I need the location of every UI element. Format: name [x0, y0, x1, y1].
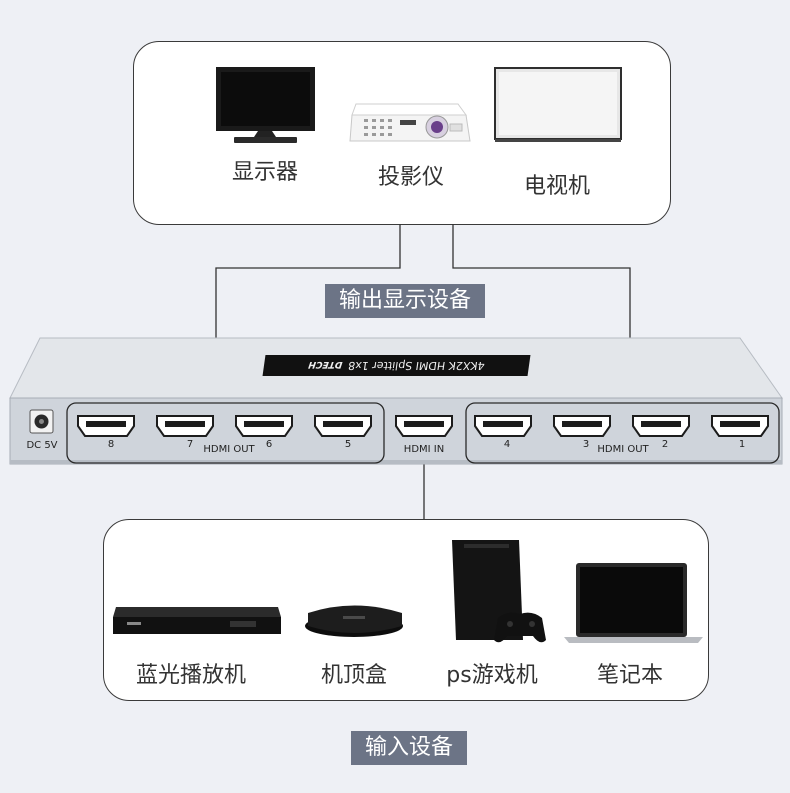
tv-icon [495, 68, 621, 142]
hdmi-port-5-icon [315, 416, 371, 436]
port-number-7: 7 [187, 439, 193, 450]
hdmi-port-1-icon [712, 416, 768, 436]
port-number-5: 5 [345, 439, 351, 450]
input-device-label-bluray: 蓝光播放机 [136, 657, 246, 689]
hdmi-port-7-icon [157, 416, 213, 436]
input-device-label-laptop: 笔记本 [597, 657, 663, 689]
splitter-plate-text: 4KX2K HDMI Splitter 1x8 [347, 359, 485, 372]
hdmi-port-2-icon [633, 416, 689, 436]
splitter-nameplate: 4KX2K HDMI Splitter 1x8 DTECH [263, 355, 531, 376]
input-section-label: 输入设备 [351, 731, 467, 765]
port-number-6: 6 [266, 439, 272, 450]
output-device-label-tv: 电视机 [524, 168, 590, 200]
port-number-3: 3 [583, 439, 589, 450]
power-label: DC 5V [26, 440, 57, 451]
port-number-8: 8 [108, 439, 114, 450]
hdmi-in-label: HDMI IN [404, 444, 444, 455]
set-top-box-icon [305, 606, 403, 638]
splitter-brand: DTECH [308, 359, 343, 369]
port-number-4: 4 [504, 439, 510, 450]
input-device-label-console: ps游戏机 [446, 657, 537, 689]
hdmi-port-6-icon [236, 416, 292, 436]
bluray-player-icon [113, 607, 281, 634]
port-number-2: 2 [662, 439, 668, 450]
hdmi-out-label-left: HDMI OUT [203, 444, 254, 455]
hdmi-port-4-icon [475, 416, 531, 436]
hdmi-port-8-icon [78, 416, 134, 436]
hdmi-port-3-icon [554, 416, 610, 436]
laptop-icon [564, 563, 703, 643]
port-number-1: 1 [739, 439, 745, 450]
hdmi-out-label-right: HDMI OUT [597, 444, 648, 455]
hdmi-port-in-icon [396, 416, 452, 436]
projector-icon [350, 104, 470, 141]
input-device-label-settopbox: 机顶盒 [321, 657, 387, 689]
game-console-icon [452, 540, 546, 642]
hdmi-ports [78, 416, 768, 436]
output-device-label-projector: 投影仪 [378, 159, 444, 191]
output-device-label-monitor: 显示器 [232, 154, 298, 186]
monitor-icon [216, 67, 315, 143]
output-section-label: 输出显示设备 [325, 284, 485, 318]
